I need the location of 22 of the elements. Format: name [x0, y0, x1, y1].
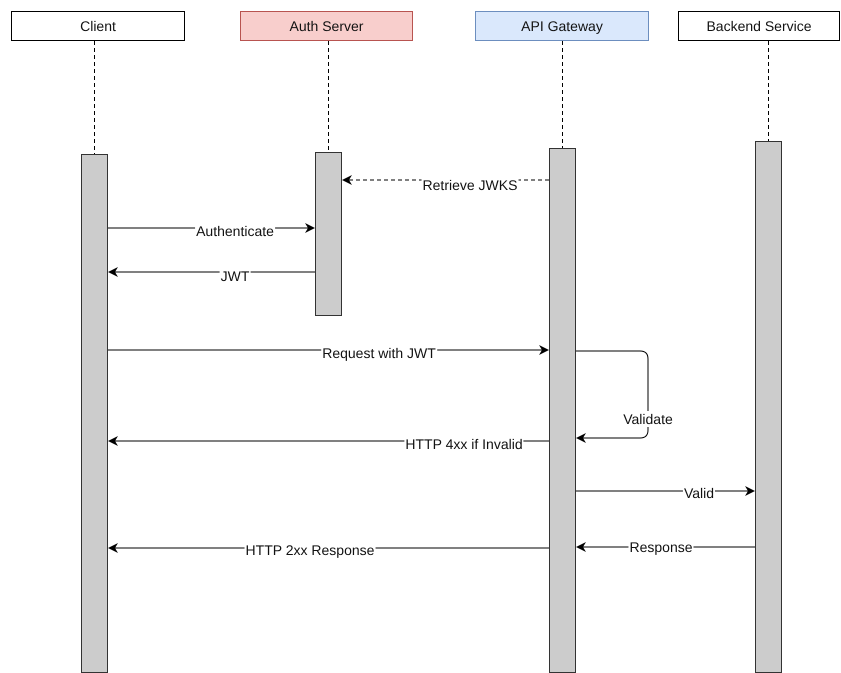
lifeline-header: Backend Service	[678, 11, 840, 41]
lifeline	[94, 40, 95, 154]
lifeline	[562, 40, 563, 148]
self-message-arrow	[576, 350, 648, 443]
edge-label: Response	[628, 539, 694, 555]
activation-bar	[755, 141, 782, 673]
activation-bar	[549, 148, 576, 673]
activation-bar	[315, 152, 342, 316]
edge-label: HTTP 2xx Response	[244, 542, 376, 558]
edge-label: Retrieve JWKS	[422, 177, 518, 193]
lifeline-header: API Gateway	[475, 11, 649, 41]
lifeline	[768, 40, 769, 142]
lifeline-header: Auth Server	[240, 11, 413, 41]
activation-bar	[81, 154, 108, 673]
edge-label: Valid	[682, 485, 716, 501]
edge-label: Validate	[622, 411, 674, 427]
edge-label: JWT	[220, 268, 250, 284]
edge-label: HTTP 4xx if Invalid	[404, 436, 524, 452]
lifeline-header: Client	[11, 11, 185, 41]
lifeline	[328, 40, 329, 152]
edge-label: Request with JWT	[321, 345, 437, 361]
edge-label: Authenticate	[195, 223, 275, 239]
